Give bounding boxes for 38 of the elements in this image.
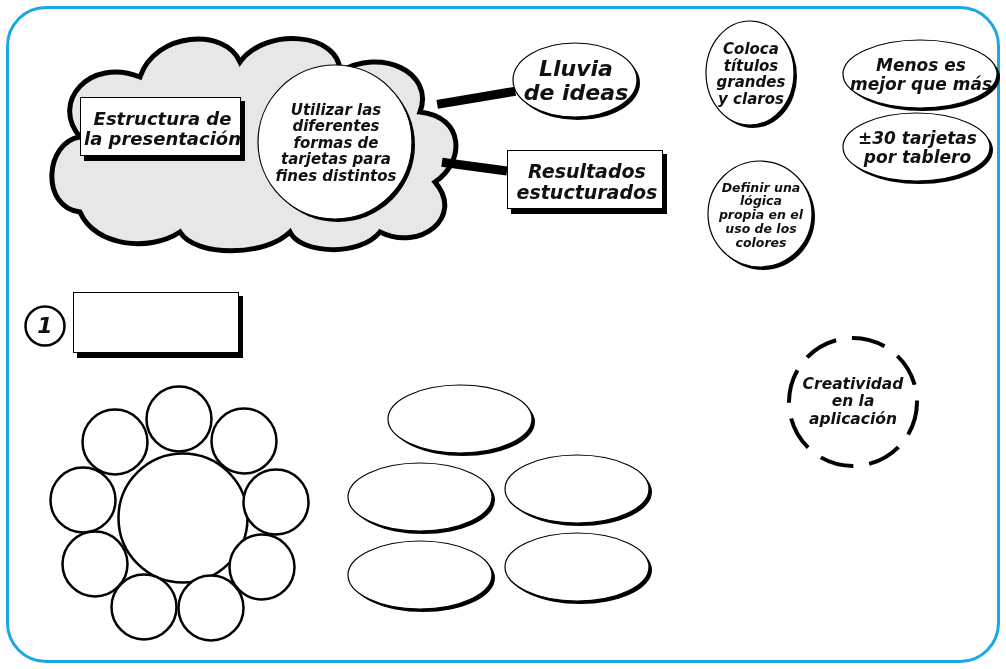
connector-line (436, 86, 517, 109)
card-text: Utilizar las diferentes formas de tarjetas para fines distintos (274, 101, 398, 185)
circle-card (228, 533, 296, 601)
dashed-circle (786, 335, 920, 469)
oval-card (840, 37, 1002, 113)
oval-card (510, 40, 642, 122)
circle-card (177, 574, 245, 642)
card-text: Creatividad en la aplicación (801, 376, 905, 428)
rectangle-card (73, 292, 243, 358)
card-text: Menos es mejor que más (848, 56, 994, 94)
circle-card (242, 468, 310, 536)
card-text: Definir una lógica propia en el uso de los colores (717, 180, 805, 250)
rectangle-card (80, 97, 245, 161)
card-text: Lluvia de ideas (522, 56, 630, 106)
card-text: Coloca títulos grandes y claros (715, 41, 787, 107)
circle-card (117, 452, 249, 584)
oval-card (502, 452, 654, 528)
circle-card (255, 62, 417, 224)
circle-card (110, 573, 178, 641)
oval-card (345, 460, 497, 536)
card-text: 1 (36, 313, 54, 339)
number-circle (24, 305, 66, 347)
oval-card (703, 18, 799, 130)
connector-line (441, 157, 508, 176)
card-text: ±30 tarjetas por tablero (857, 129, 978, 167)
oval-card (840, 110, 995, 186)
circle-card (81, 408, 149, 476)
card-text: Estructura de la presentación (82, 109, 243, 149)
circle-card (49, 466, 117, 534)
oval-card (385, 382, 537, 458)
oval-card (502, 530, 654, 606)
oval-card (705, 158, 817, 272)
oval-card (345, 538, 497, 614)
circle-card (210, 407, 278, 475)
rectangle-card (507, 150, 667, 214)
circle-card (145, 385, 213, 453)
card-text: Resultados estucturados (515, 161, 659, 203)
circle-card (61, 530, 129, 598)
